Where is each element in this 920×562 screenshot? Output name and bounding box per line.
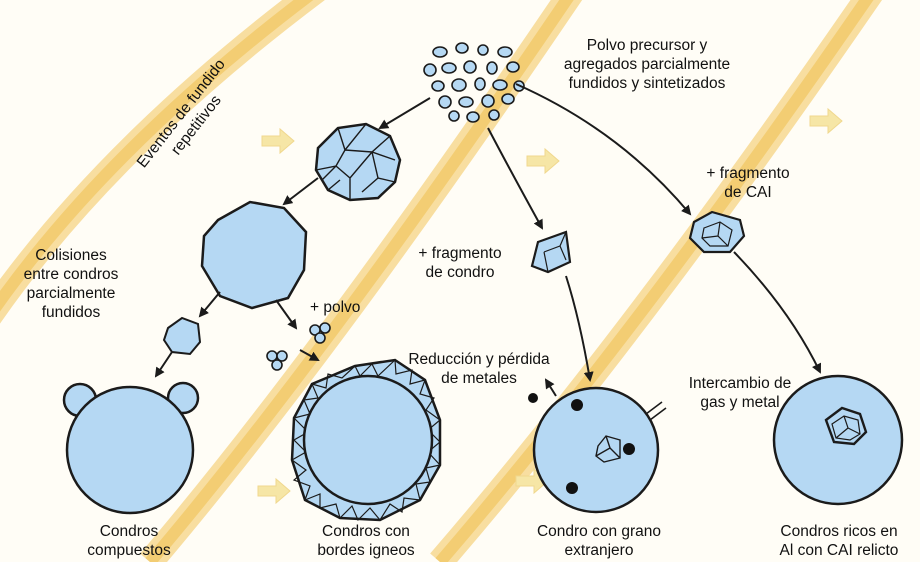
al-rich-chondrule <box>772 374 904 506</box>
label-plus-dust: + polvo <box>310 299 361 316</box>
band-arrow <box>257 477 291 505</box>
dust-particles <box>266 322 331 371</box>
arrow-fragment-to-foreign <box>565 275 594 382</box>
igneous-rim-chondrule <box>290 358 442 522</box>
band-arrow <box>809 107 843 135</box>
label-igneous-rims: Condros con bordes igneos <box>317 523 415 559</box>
foreign-grain-chondrule <box>528 386 660 514</box>
label-precursor: Polvo precursor y agregados parcialmente… <box>563 37 731 92</box>
precursor-dust-cluster <box>423 42 525 123</box>
arrow-cai-to-alrich <box>733 251 822 374</box>
label-gas-metal-exchange: Intercambio de gas y metal <box>688 375 792 411</box>
arrow-precursor-to-cai <box>515 83 692 216</box>
arrow-precursor-to-aggregate <box>378 97 431 130</box>
label-metal-loss: Reducción y pérdida de metales <box>408 351 550 387</box>
compound-chondrule <box>62 381 200 515</box>
small-colliding-chondrule <box>162 316 202 356</box>
band-arrow <box>526 147 560 175</box>
label-compound: Condros compuestos <box>87 523 171 559</box>
sintered-aggregate <box>314 122 402 202</box>
arrow-molten-to-collision <box>198 291 221 318</box>
arrow-collision-to-compound <box>154 351 173 378</box>
label-plus-cai-fragment: + fragmento de CAI <box>706 165 790 201</box>
chondrule-fragment <box>530 230 572 274</box>
label-foreign-grain: Condro con grano extranjero <box>536 523 662 559</box>
arrow-dust-to-rim <box>299 349 320 361</box>
arrow-aggregate-to-molten <box>282 177 319 206</box>
arrow-metal-loss <box>544 378 557 397</box>
band-arrow <box>261 127 295 155</box>
melting-band-1 <box>0 0 325 324</box>
molten-chondrule <box>200 200 308 310</box>
cai-fragment <box>688 210 746 254</box>
gas-exchange-marks <box>645 401 667 421</box>
melting-band-3 <box>430 0 883 562</box>
arrow-molten-to-rim <box>275 299 298 330</box>
arrow-precursor-to-fragment <box>487 127 543 230</box>
process-arrows <box>154 83 822 397</box>
melting-band-2 <box>140 0 583 562</box>
label-al-rich: Condros ricos en Al con CAI relicto <box>779 523 899 559</box>
label-plus-chondrule-fragment: + fragmento de condro <box>418 245 502 281</box>
label-collisions: Colisiones entre condros parcialmente fu… <box>23 247 119 321</box>
